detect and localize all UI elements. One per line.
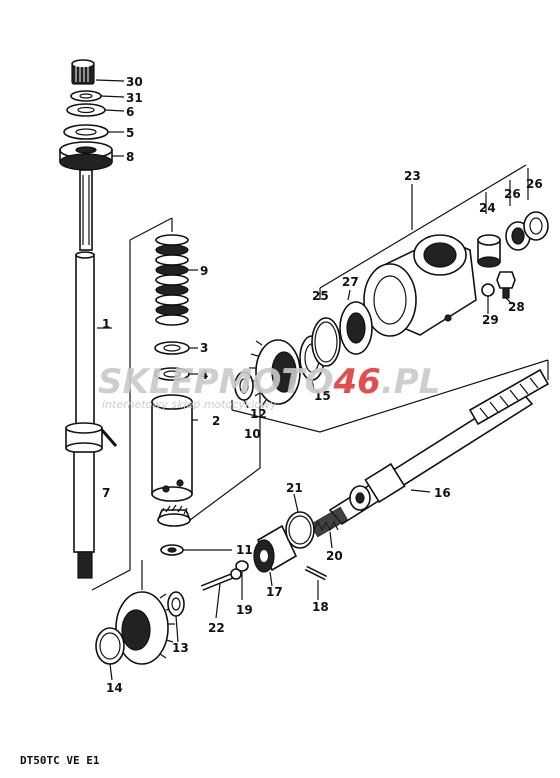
callout-29: 29 xyxy=(482,313,499,327)
shim-part xyxy=(66,103,106,117)
callout-19: 19 xyxy=(236,603,253,617)
watermark: SKLEPMOTO46.PL internetowy sklep motocyk… xyxy=(98,362,440,411)
callout-12: 12 xyxy=(250,407,267,421)
ball-part xyxy=(235,560,249,572)
callout-23: 23 xyxy=(404,169,421,183)
housing-bearing-part xyxy=(339,301,373,355)
callout-6: 6 xyxy=(126,105,134,119)
watermark-brand-suffix: .PL xyxy=(381,362,441,402)
propeller-shaft-part xyxy=(328,368,550,526)
reverse-gear-part xyxy=(249,339,301,407)
watermark-brand-accent: 46 xyxy=(332,362,380,402)
washer-29-part xyxy=(481,283,495,297)
shim-13-part xyxy=(167,591,185,617)
drive-shaft-assembly xyxy=(59,59,173,591)
pinion-gear-part xyxy=(156,504,192,527)
callout-10: 10 xyxy=(244,427,261,441)
callout-11: 11 xyxy=(236,543,253,557)
spring-washer-part xyxy=(154,341,190,355)
spring-20-part xyxy=(309,506,349,538)
sleeve-part xyxy=(151,394,193,502)
callout-14: 14 xyxy=(106,681,123,695)
svg-text:SKLEPMOTO46.PL: SKLEPMOTO46.PL xyxy=(98,362,440,402)
callout-26b: 26 xyxy=(526,177,543,191)
callout-30: 30 xyxy=(126,75,143,89)
thrust-washer-part xyxy=(63,124,109,140)
callout-27: 27 xyxy=(342,275,359,289)
callout-22: 22 xyxy=(208,621,225,635)
push-rod-part xyxy=(200,568,242,591)
callout-25: 25 xyxy=(312,289,329,303)
callout-1: 1 xyxy=(102,317,110,331)
bolt-part xyxy=(496,271,516,299)
needle-bearing-part xyxy=(71,59,95,85)
bearing-24-part xyxy=(477,234,501,268)
watermark-brand-main: SKLEPMOTO xyxy=(98,362,333,402)
callout-15: 15 xyxy=(314,389,331,403)
callout-8: 8 xyxy=(126,150,134,164)
callout-21: 21 xyxy=(286,481,303,495)
bearing-housing-part xyxy=(363,234,477,337)
callout-18: 18 xyxy=(312,600,329,614)
callout-24: 24 xyxy=(479,201,496,215)
clip-ring-part xyxy=(285,511,315,549)
watermark-tagline: internetowy sklep motocyklowy xyxy=(102,398,277,411)
washer-part xyxy=(70,90,102,102)
spring-and-sleeve-group xyxy=(151,218,193,502)
callout-2: 2 xyxy=(212,414,220,428)
callout-26a: 26 xyxy=(504,187,521,201)
bearing-14-part xyxy=(95,627,125,665)
model-code: DT50TC VE E1 xyxy=(20,754,100,767)
callout-7: 7 xyxy=(102,486,110,500)
callout-20: 20 xyxy=(326,549,343,563)
callout-3: 3 xyxy=(200,341,208,355)
callout-28: 28 xyxy=(508,300,525,314)
callout-31: 31 xyxy=(126,91,143,105)
drive-shaft-part xyxy=(65,169,103,579)
callout-16: 16 xyxy=(434,486,451,500)
pinion-bearing-part xyxy=(59,141,113,171)
o-ring-part xyxy=(311,317,341,367)
pin-part xyxy=(100,429,118,447)
callout-labels: 30 31 6 5 8 1 9 3 4 2 7 10 11 12 15 16 1… xyxy=(102,75,543,695)
spring-part xyxy=(155,234,189,326)
callout-13: 13 xyxy=(172,641,189,655)
nut-part xyxy=(160,544,184,556)
callout-4: 4 xyxy=(200,368,208,382)
callout-5: 5 xyxy=(126,126,134,140)
callout-17: 17 xyxy=(266,585,283,599)
leader-lines xyxy=(95,79,513,681)
seal-26b-part xyxy=(523,211,549,241)
callout-9: 9 xyxy=(200,264,208,278)
forward-gear-part xyxy=(115,591,175,665)
